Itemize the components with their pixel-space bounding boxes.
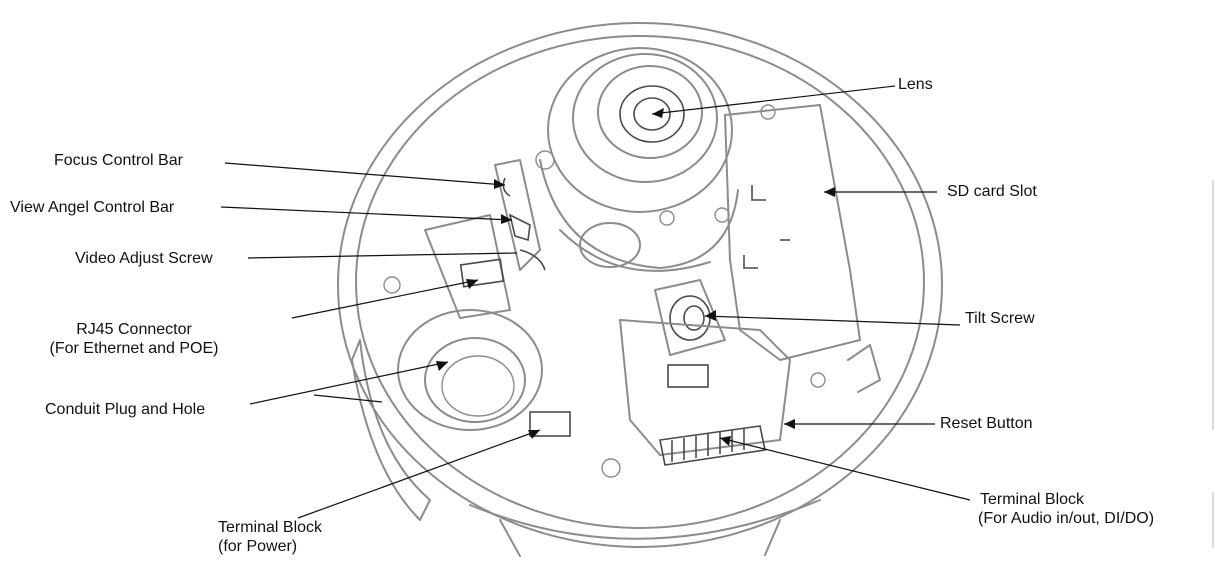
label-tilt-screw: Tilt Screw <box>965 310 1035 327</box>
leader-lens <box>651 85 896 115</box>
label-view-angel-control-bar: View Angel Control Bar <box>10 199 175 216</box>
label-terminal-block-audio: Terminal Block (For Audio in/out, DI/DO) <box>978 490 1154 528</box>
label-reset-button: Reset Button <box>940 415 1033 432</box>
leader-terminal-power <box>297 429 541 519</box>
label-rj45-line1: RJ45 Connector <box>76 321 192 338</box>
label-terminal-audio-line1: Terminal Block <box>980 491 1085 508</box>
label-focus-control-bar: Focus Control Bar <box>54 152 183 169</box>
leader-terminal-audio <box>719 437 971 501</box>
label-conduit-plug-and-hole: Conduit Plug and Hole <box>45 401 206 418</box>
label-terminal-block-power: Terminal Block (for Power) <box>218 518 322 556</box>
sd-board <box>724 104 861 361</box>
lens-assembly <box>539 47 739 272</box>
leader-focus <box>224 162 506 186</box>
label-rj45-connector: RJ45 Connector (For Ethernet and POE) <box>18 320 250 358</box>
leader-rj45 <box>291 279 479 319</box>
label-terminal-power-line1: Terminal Block <box>218 519 323 536</box>
leader-video-adjust <box>247 252 518 259</box>
label-terminal-power-line2: (for Power) <box>218 538 298 555</box>
leader-lines <box>220 85 971 519</box>
label-lens: Lens <box>898 76 933 93</box>
housing <box>337 22 943 557</box>
arrowheads <box>436 108 835 446</box>
label-rj45-line2: (For Ethernet and POE) <box>49 340 219 357</box>
leader-tilt-screw <box>704 315 961 326</box>
label-terminal-audio-line2: (For Audio in/out, DI/DO) <box>978 510 1155 527</box>
conduit-plug <box>397 309 543 431</box>
base-plate <box>529 319 791 466</box>
control-levers <box>424 159 546 319</box>
leader-conduit-lower <box>313 394 383 403</box>
leader-conduit <box>249 361 449 405</box>
edge-divider-top <box>1212 180 1214 430</box>
edge-divider-bottom <box>1212 492 1214 548</box>
leader-view-angel <box>220 206 513 221</box>
label-video-adjust-screw: Video Adjust Screw <box>75 250 213 267</box>
label-sd-card-slot: SD card Slot <box>947 183 1037 200</box>
